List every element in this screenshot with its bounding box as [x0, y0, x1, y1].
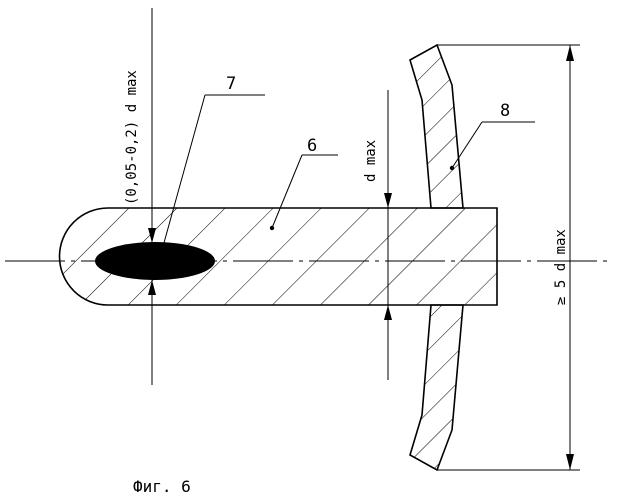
- plate-lower-section: [410, 305, 463, 470]
- leader-6-dot: [270, 226, 274, 230]
- part-8-label: 8: [500, 101, 510, 121]
- plate-dim-arrow-top: [566, 45, 574, 61]
- rod-dim-arrow-bottom: [384, 305, 392, 320]
- plate-height-label: ≥ 5 d max: [553, 229, 569, 305]
- rod-diameter-label: d max: [363, 140, 379, 182]
- part-6-label: 6: [307, 136, 317, 156]
- figure-caption: Фиг. 6: [133, 477, 191, 496]
- leader-8-dot: [450, 166, 454, 170]
- rod-dim-arrow-top: [384, 193, 392, 208]
- inclusion-size-label: (0,05-0,2) d max: [124, 70, 140, 205]
- plate-upper-section: [410, 45, 463, 208]
- plate-dim-arrow-bottom: [566, 454, 574, 470]
- part-7-label: 7: [226, 74, 236, 94]
